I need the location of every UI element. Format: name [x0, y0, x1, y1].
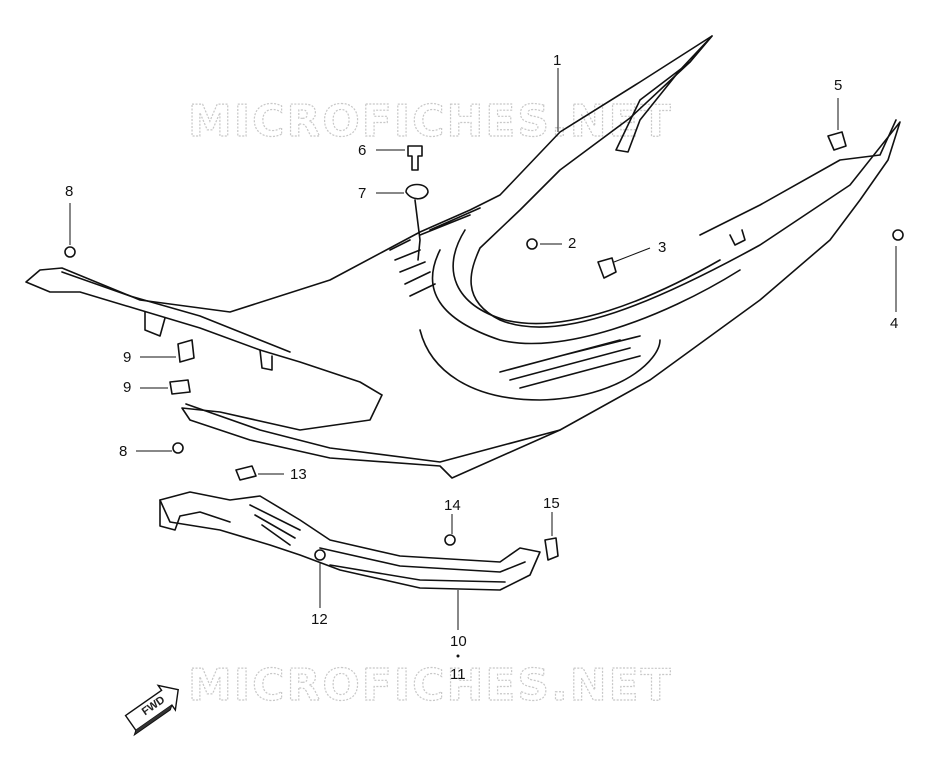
- floor-ribs: [499, 335, 641, 389]
- watermark-bottom: MICROFICHES.NET: [188, 660, 673, 711]
- callout-15: 15: [543, 495, 560, 512]
- callout-9-bottom: 9: [123, 379, 132, 396]
- floor-edge: [185, 403, 561, 463]
- floor-inner-curve-2: [452, 229, 721, 325]
- callout-4: 4: [890, 315, 899, 332]
- dot-10-11: [456, 654, 460, 658]
- clip-13: [235, 465, 257, 481]
- floor-panel-outline: [25, 35, 901, 479]
- grommet-7: [405, 183, 429, 200]
- lower-bar: [159, 491, 541, 591]
- callout-11: 11: [450, 666, 466, 683]
- left-tab: [259, 349, 273, 371]
- leader-3: [613, 247, 651, 263]
- callout-10: 10: [450, 633, 467, 650]
- nut-15: [544, 537, 559, 561]
- callout-5: 5: [834, 77, 843, 94]
- screw-4: [892, 229, 904, 241]
- callout-9-top: 9: [123, 349, 132, 366]
- callout-8-top: 8: [65, 183, 74, 200]
- callout-8-bottom: 8: [119, 443, 128, 460]
- floor-step: [419, 329, 661, 401]
- callout-2: 2: [568, 235, 577, 252]
- left-side-edge: [61, 271, 291, 353]
- lower-bracket: [159, 499, 231, 531]
- callout-14: 14: [444, 497, 461, 514]
- clip-9b: [169, 379, 191, 395]
- callout-6: 6: [358, 142, 367, 159]
- rear-rail: [615, 35, 713, 153]
- grommet-7-stem: [414, 199, 421, 261]
- clip-9a: [177, 339, 195, 363]
- lower-bar-inner: [319, 547, 526, 573]
- screw-14: [444, 534, 456, 546]
- right-rail: [699, 119, 897, 236]
- callout-13: 13: [290, 466, 307, 483]
- callout-7: 7: [358, 185, 367, 202]
- screw-12: [314, 549, 326, 561]
- right-tab: [729, 229, 746, 246]
- callout-1: 1: [553, 52, 562, 69]
- watermark-top: MICROFICHES.NET: [188, 96, 673, 147]
- fwd-arrow: [124, 684, 179, 737]
- left-hanger: [144, 311, 166, 337]
- bolt-6: [407, 145, 423, 171]
- screw-2: [526, 238, 538, 250]
- screw-8-top: [64, 246, 76, 258]
- lower-bar-edge: [329, 564, 506, 583]
- callout-3: 3: [658, 239, 667, 256]
- nut-5: [827, 131, 847, 151]
- inner-ribs: [389, 207, 481, 297]
- floor-inner-curve: [431, 249, 741, 345]
- lower-bracket-ribs: [249, 504, 301, 546]
- screw-8-bottom: [172, 442, 184, 454]
- callout-12: 12: [311, 611, 328, 628]
- nut-3: [597, 257, 617, 279]
